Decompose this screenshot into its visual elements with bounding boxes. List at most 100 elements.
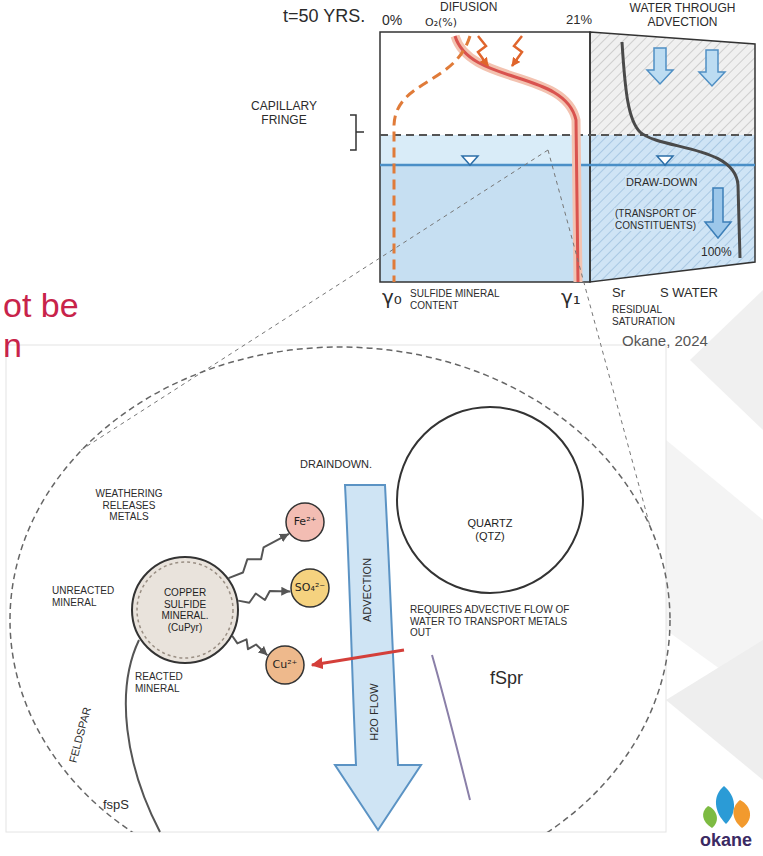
flow-arrow xyxy=(335,485,421,830)
text-slot: DRAINDOWN. xyxy=(300,458,372,471)
zoom-inset: COPPER SULFIDE MINERAL.(CuPyr) Fe²⁺ SO₄²⁻ C… xyxy=(8,345,672,832)
capillary-zone xyxy=(380,135,590,165)
zone-label: CAPILLARY FRINGE xyxy=(228,100,340,128)
panel-outline xyxy=(380,32,590,282)
node-text-group: Fe²⁺ xyxy=(294,516,317,529)
axis-symbol: γ₁ xyxy=(561,286,581,309)
inset-ground xyxy=(6,345,666,832)
process-note: REQUIRES ADVECTIVE FLOW OF WATER TO TRAN… xyxy=(410,604,585,639)
axis-title: RESIDUAL SATURATION xyxy=(612,304,707,327)
oxygen-profile xyxy=(455,36,578,282)
transport-arrow xyxy=(312,650,404,665)
text-slot: fSpr xyxy=(490,668,523,689)
quartz-grain-outline xyxy=(395,405,585,595)
text-slot: WEATHERING RELEASES METALS xyxy=(88,488,170,523)
label-slot: γ₀ xyxy=(382,286,402,309)
capillary-fringe-line xyxy=(380,134,755,136)
axis-symbol: γ₀ xyxy=(382,286,402,309)
ion-circle: Cu²⁺ xyxy=(264,644,306,686)
label-slot: 21% xyxy=(566,13,592,28)
node-text-group: COPPER SULFIDE MINERAL.(CuPyr) xyxy=(150,587,220,633)
label-slot: CAPILLARY FRINGE xyxy=(228,100,340,128)
water-panel xyxy=(590,32,755,135)
drawdown-arrow xyxy=(705,188,731,238)
label-slot: γ₁ xyxy=(561,286,581,309)
mineral-label: REACTED MINERAL xyxy=(135,671,215,694)
mineral-grain-shape xyxy=(132,557,238,663)
label-slot: Okane, 2024 xyxy=(622,332,708,349)
flow-note: (TRANSPORT OF CONSTITUENTS) xyxy=(614,208,698,231)
background-shape xyxy=(690,290,763,430)
axis-title: DIFUSION xyxy=(440,1,497,15)
flow-note: DRAW-DOWN xyxy=(625,176,699,189)
mineral-label: FELDSPAR xyxy=(66,706,93,765)
label-slot: 0% xyxy=(382,12,402,28)
feldspar-boundary xyxy=(126,640,160,832)
flow-label: DRAINDOWN. xyxy=(300,458,372,471)
mineral-label: (CuPyr) xyxy=(150,622,220,634)
zoom-outline xyxy=(10,347,670,832)
advection-arrow xyxy=(699,50,725,86)
ion-circle-shape xyxy=(286,503,324,541)
text-slot: REQUIRES ADVECTIVE FLOW OF WATER TO TRAN… xyxy=(410,604,585,639)
soil-panel xyxy=(380,32,590,282)
advection-arrow xyxy=(647,48,673,84)
water-table-line xyxy=(380,164,755,167)
label-slot: okane xyxy=(700,830,752,851)
release-arrow xyxy=(229,534,289,578)
label-slot: 100% xyxy=(700,242,733,260)
node-text-group: Cu²⁺ xyxy=(273,659,298,672)
diffusion-arrow xyxy=(512,36,522,66)
label-slot: Sr xyxy=(612,286,625,301)
background-shape xyxy=(666,640,763,780)
mineral-label: COPPER SULFIDE MINERAL. xyxy=(150,587,220,622)
text-slot: REACTED MINERAL xyxy=(135,671,215,694)
label-slot: O₂(%) xyxy=(425,17,457,30)
ion-circle-shape xyxy=(291,569,329,607)
panel-outline xyxy=(590,32,755,282)
label-slot: n xyxy=(3,326,22,365)
bracket xyxy=(350,115,364,150)
slide-title-fragment: n xyxy=(3,326,22,365)
quartz-grain: QUARTZ (QTZ) xyxy=(395,405,585,595)
ion-circle-shape xyxy=(266,646,304,684)
zoom-leader xyxy=(81,150,548,450)
label-slot: WATER THROUGH ADVECTION xyxy=(615,2,750,30)
axis-value: 0% xyxy=(382,12,402,28)
text-slot: FELDSPAR xyxy=(66,706,93,765)
label-slot: DIFUSION xyxy=(440,1,497,15)
text-slot: fspS xyxy=(103,798,129,813)
source-credit: Okane, 2024 xyxy=(622,332,708,349)
time-note: t=50 YRS. xyxy=(283,6,365,27)
release-arrow xyxy=(232,636,267,655)
axis-symbol: Sr xyxy=(612,286,625,301)
saturated-zone xyxy=(380,165,590,282)
logo-mark xyxy=(716,786,734,824)
label-slot: S WATER xyxy=(660,286,718,301)
ion-label: Cu²⁺ xyxy=(273,659,298,672)
reacted-rim xyxy=(137,562,233,658)
water-table-symbol xyxy=(462,156,478,165)
logo-wordmark: okane xyxy=(700,830,752,851)
sulfide-profile xyxy=(394,36,470,282)
mineral-label: QUARTZ (QTZ) xyxy=(460,517,520,542)
flow-note: WATER THROUGH ADVECTION xyxy=(615,2,750,30)
slide-title-fragment: ot be xyxy=(3,286,79,325)
label-slot: DRAW-DOWN xyxy=(625,172,699,190)
axis-title: S WATER xyxy=(660,286,718,301)
axis-value: 21% xyxy=(566,13,592,28)
label-slot: RESIDUAL SATURATION xyxy=(612,304,707,327)
quartz-grain-shape xyxy=(397,407,583,593)
label-slot: t=50 YRS. xyxy=(283,6,365,27)
text-slot: H2O FLOW xyxy=(368,683,381,740)
diffusion-arrow xyxy=(478,36,488,66)
ion-circle: SO₄²⁻ xyxy=(289,567,331,609)
axis-value: 100% xyxy=(700,246,733,260)
ion-label: Fe²⁺ xyxy=(294,516,317,529)
mineral-label: UNREACTED MINERAL xyxy=(52,585,118,608)
ion-circle: Fe²⁺ xyxy=(284,501,326,543)
logo-mark xyxy=(703,806,717,828)
node-text-group: QUARTZ (QTZ) xyxy=(460,517,520,542)
